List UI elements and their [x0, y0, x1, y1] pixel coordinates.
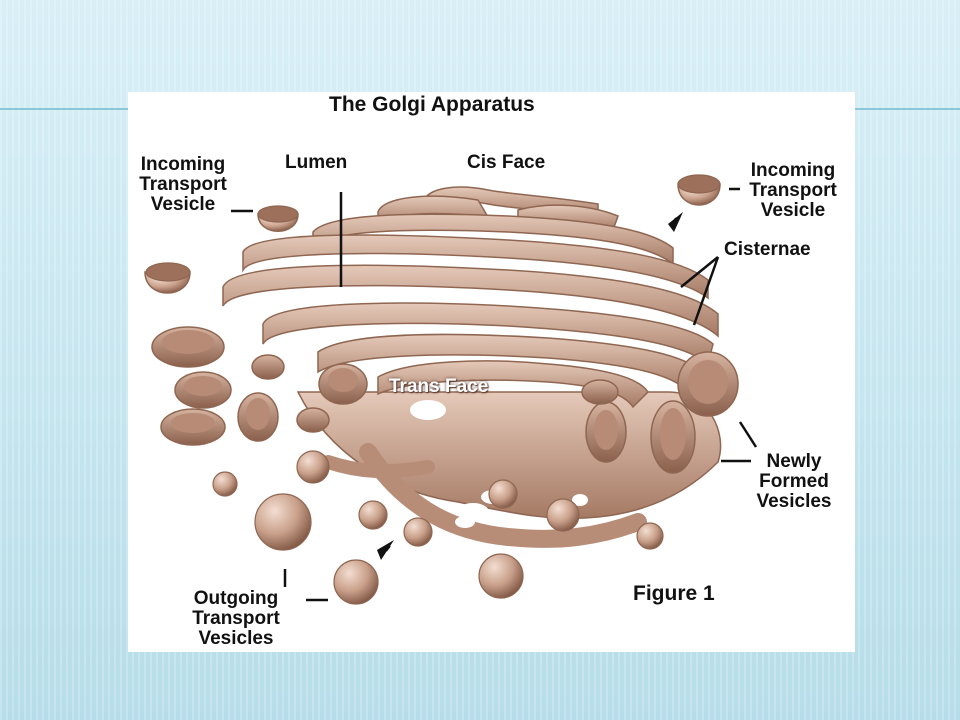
label-incoming-right: Incoming Transport Vesicle — [749, 160, 837, 221]
outgoing-arrow-icon — [377, 540, 394, 560]
figure-panel: The Golgi Apparatus Incoming Transport V… — [128, 92, 855, 652]
label-trans-face: Trans Face — [389, 376, 489, 397]
incoming-arrow-icon — [668, 212, 683, 232]
diagram-title: The Golgi Apparatus — [329, 93, 535, 116]
label-lumen: Lumen — [285, 152, 348, 173]
incoming-vesicles — [144, 174, 721, 294]
label-figure: Figure 1 — [633, 582, 715, 605]
right-vesicles — [581, 351, 739, 474]
label-outgoing: Outgoing Transport Vesicles — [192, 588, 280, 649]
leader-lines — [231, 187, 758, 602]
label-cisternae: Cisternae — [724, 239, 811, 260]
label-newly-formed: Newly Formed Vesicles — [756, 451, 832, 512]
arrows — [377, 212, 683, 560]
label-cis-face: Cis Face — [467, 152, 546, 173]
label-incoming-left: Incoming Transport Vesicle — [139, 154, 227, 215]
cisternae-stack — [222, 186, 719, 409]
outgoing-vesicles — [212, 450, 664, 605]
golgi-diagram — [144, 174, 758, 605]
side-sacs — [151, 326, 368, 446]
